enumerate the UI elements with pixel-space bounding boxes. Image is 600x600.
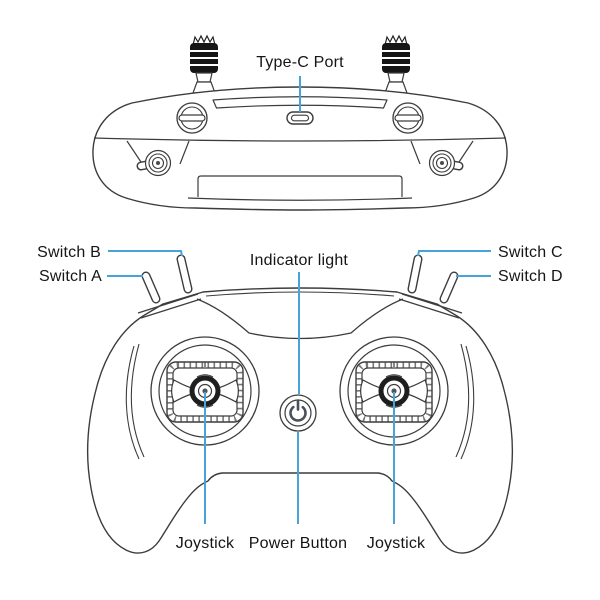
label-joystick-left: Joystick <box>175 535 235 552</box>
leader-switch-b <box>108 250 183 257</box>
switch-c-stick <box>407 254 423 294</box>
label-indicator-light: Indicator light <box>249 252 349 269</box>
label-type-c-port: Type-C Port <box>256 54 344 71</box>
usb-c-port-icon <box>286 111 314 125</box>
label-switch-b: Switch B <box>37 244 101 261</box>
shoulder-ridges-right <box>398 293 463 319</box>
corner-knob-right <box>428 149 464 177</box>
dial-right-icon <box>392 102 424 134</box>
leader-switch-c <box>417 250 491 257</box>
label-switch-d: Switch D <box>498 268 563 285</box>
antenna-right-icon <box>381 35 411 94</box>
label-switch-a: Switch A <box>39 268 102 285</box>
pocket-left <box>126 140 190 165</box>
pocket-right <box>410 140 474 165</box>
top-crease-line <box>93 137 507 142</box>
leader-lines <box>107 76 491 524</box>
switch-b-stick <box>176 254 193 294</box>
label-switch-c: Switch C <box>498 244 563 261</box>
shoulder-ridges-left <box>137 293 202 319</box>
battery-plate-lip <box>187 197 413 201</box>
battery-plate <box>197 175 403 197</box>
corner-knob-left <box>136 149 172 177</box>
label-joystick-right: Joystick <box>366 535 426 552</box>
switch-d-stick <box>439 271 459 304</box>
grip-ridge-right <box>455 343 475 460</box>
antenna-left-icon <box>189 35 219 94</box>
power-button-icon <box>279 394 317 432</box>
switch-a-stick <box>141 271 161 304</box>
label-power-button: Power Button <box>248 535 348 552</box>
grip-ridge-left <box>125 343 145 460</box>
front-view-drawing <box>86 254 514 554</box>
top-view-drawing <box>92 35 508 211</box>
power-glyph <box>289 399 307 422</box>
dial-left-icon <box>176 102 208 134</box>
